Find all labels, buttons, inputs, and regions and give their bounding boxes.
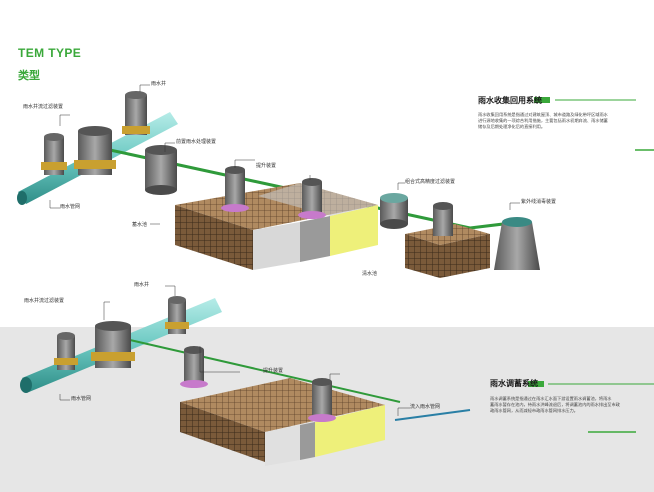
filter-well-1 bbox=[74, 126, 116, 175]
label-lift-device-2: 提升装置 bbox=[263, 368, 284, 374]
label-pipe-network-2: 雨水管网 bbox=[71, 396, 92, 402]
page-title: TEM TYPE bbox=[18, 46, 82, 60]
system1-title: 雨水收集回用系统 bbox=[478, 96, 542, 105]
outflow-pipe bbox=[394, 409, 471, 421]
section-divider-2 bbox=[528, 381, 654, 433]
page-subtitle: 类型 bbox=[18, 70, 40, 82]
label-reuse-pool: 蓄水池 bbox=[132, 222, 148, 228]
section-divider-1 bbox=[534, 97, 654, 151]
lift-device-3 bbox=[433, 202, 453, 236]
filter-well-2 bbox=[91, 321, 135, 368]
label-outflow-pipe: 流入雨水管网 bbox=[410, 404, 441, 410]
label-combined-filter: 组合式高精度过滤装置 bbox=[405, 179, 456, 185]
rain-well-2 bbox=[41, 133, 67, 175]
uv-disinfection-device bbox=[494, 217, 540, 270]
label-filter-device-2: 雨水井流过滤装置 bbox=[24, 298, 65, 304]
system2-description: 雨水调蓄系统是指通过在雨水汇水面下游设置雨水调蓄池，将雨水 蓄雨水暂存在池内，待… bbox=[490, 396, 620, 414]
label-pre-treatment: 前置雨水处理装置 bbox=[176, 139, 217, 145]
system2-title: 雨水调蓄系统 bbox=[490, 379, 538, 388]
lift-device-2 bbox=[298, 178, 326, 219]
label-filter-device: 雨水井流过滤装置 bbox=[23, 104, 64, 110]
rain-well-4 bbox=[54, 332, 78, 370]
combined-filter bbox=[380, 193, 408, 229]
rain-well-1 bbox=[122, 91, 150, 135]
pre-treatment-tank bbox=[145, 145, 177, 195]
storage-module-1 bbox=[175, 183, 378, 270]
label-disinfect: 紫外线消毒装置 bbox=[521, 199, 557, 205]
lift-device-1 bbox=[221, 166, 249, 212]
label-pipe-network: 雨水管网 bbox=[60, 204, 81, 210]
system1-description: 雨水收集回用系统是指通过对建筑屋顶、城市道路及绿化带坪区域雨水 进行源地收集的一… bbox=[478, 112, 608, 130]
lift-device-5 bbox=[308, 378, 336, 422]
lift-device-4 bbox=[180, 346, 208, 388]
label-rain-well-2: 雨水井 bbox=[134, 282, 150, 288]
label-lift-device: 提升装置 bbox=[256, 163, 277, 169]
label-clear-pool: 清水池 bbox=[362, 271, 378, 277]
label-rain-well: 雨水井 bbox=[151, 81, 167, 87]
rain-well-3 bbox=[165, 296, 189, 334]
